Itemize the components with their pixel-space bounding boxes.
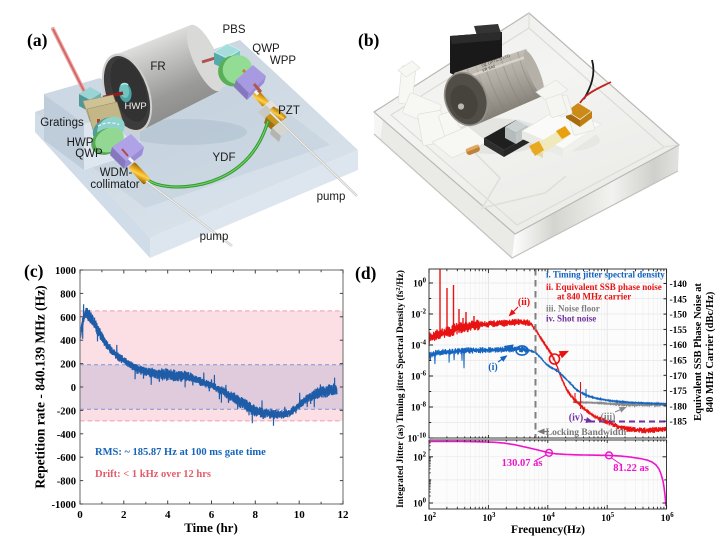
svg-text:-140: -140	[670, 280, 688, 290]
svg-text:-165: -165	[670, 357, 688, 367]
svg-text:PBS: PBS	[222, 24, 245, 36]
svg-text:(ii): (ii)	[518, 297, 530, 308]
svg-text:10: 10	[294, 509, 306, 521]
svg-text:collimator: collimator	[90, 179, 139, 191]
svg-text:HWP: HWP	[125, 101, 147, 112]
svg-text:PZT: PZT	[278, 105, 300, 117]
svg-text:1000: 1000	[55, 266, 76, 277]
svg-text:-150: -150	[670, 311, 688, 321]
svg-text:400: 400	[60, 336, 76, 347]
svg-text:-200: -200	[57, 406, 76, 417]
svg-text:800: 800	[60, 289, 76, 300]
svg-text:130.07 as: 130.07 as	[502, 458, 543, 469]
svg-text:at 840 MHz carrier: at 840 MHz carrier	[557, 292, 631, 302]
svg-text:Drift: < 1 kHz over 12 hrs: Drift: < 1 kHz over 12 hrs	[95, 469, 211, 480]
svg-text:-160: -160	[670, 341, 688, 351]
svg-text:8: 8	[253, 509, 259, 521]
svg-text:(b): (b)	[358, 30, 380, 50]
svg-text:(c): (c)	[24, 261, 44, 281]
svg-text:(iii): (iii)	[601, 412, 616, 423]
svg-text:-1000: -1000	[52, 500, 77, 511]
svg-text:i. Timing jitter spectral dens: i. Timing jitter spectral density	[546, 270, 665, 280]
svg-text:(d): (d)	[355, 263, 377, 283]
svg-text:pump: pump	[200, 231, 229, 243]
svg-text:-180: -180	[670, 402, 688, 412]
svg-text:pump: pump	[317, 191, 346, 203]
svg-text:Integrated Jitter (as) Timing: Integrated Jitter (as) Timing jitter Spe…	[395, 270, 406, 508]
svg-text:-800: -800	[57, 477, 76, 488]
svg-text:iii. Noise floor: iii. Noise floor	[546, 304, 600, 314]
svg-text:YDF: YDF	[213, 152, 236, 164]
svg-text:(a): (a)	[27, 30, 48, 50]
svg-text:-155: -155	[670, 326, 688, 336]
svg-text:iv. Shot noise: iv. Shot noise	[546, 314, 596, 324]
svg-text:HWP: HWP	[67, 137, 94, 149]
svg-text:QWP: QWP	[75, 148, 103, 160]
svg-text:12: 12	[338, 509, 350, 521]
svg-text:Time (hr): Time (hr)	[184, 520, 238, 535]
svg-text:Locking Bandwidth: Locking Bandwidth	[546, 428, 627, 438]
svg-text:-600: -600	[57, 453, 76, 464]
svg-text:Gratings: Gratings	[40, 117, 84, 129]
svg-text:81.22 as: 81.22 as	[613, 463, 649, 474]
svg-text:-185: -185	[670, 418, 688, 428]
svg-text:0: 0	[71, 383, 76, 394]
svg-text:Equivalent SSB Phase Noise at: Equivalent SSB Phase Noise at	[693, 283, 704, 421]
svg-text:200: 200	[60, 360, 76, 371]
svg-text:840 MHz Carrier (dBc/Hz): 840 MHz Carrier (dBc/Hz)	[705, 291, 716, 412]
svg-text:(i): (i)	[488, 362, 497, 373]
svg-text:(iv): (iv)	[569, 413, 583, 424]
svg-text:ii. Equivalent SSB phase noise: ii. Equivalent SSB phase noise	[546, 282, 662, 292]
svg-text:-175: -175	[670, 387, 688, 397]
svg-text:WDM-: WDM-	[100, 167, 133, 179]
svg-text:2: 2	[121, 509, 127, 521]
svg-text:-170: -170	[670, 372, 688, 382]
svg-text:600: 600	[60, 313, 76, 324]
svg-text:4: 4	[165, 509, 171, 521]
svg-text:WPP: WPP	[270, 55, 297, 67]
svg-text:RMS: ~ 185.87 Hz at 100 ms gat: RMS: ~ 185.87 Hz at 100 ms gate time	[95, 447, 266, 458]
svg-text:6: 6	[209, 509, 215, 521]
svg-text:QWP: QWP	[252, 43, 280, 55]
svg-text:FR: FR	[150, 61, 165, 73]
svg-text:-400: -400	[57, 430, 76, 441]
svg-text:-145: -145	[670, 295, 688, 305]
svg-text:FR 840: FR 840	[482, 63, 497, 72]
svg-text:0: 0	[77, 509, 83, 521]
svg-text:Repetition rate - 840.139 MHz: Repetition rate - 840.139 MHz (Hz)	[33, 285, 48, 488]
svg-text:Frequency(Hz): Frequency(Hz)	[511, 524, 585, 536]
